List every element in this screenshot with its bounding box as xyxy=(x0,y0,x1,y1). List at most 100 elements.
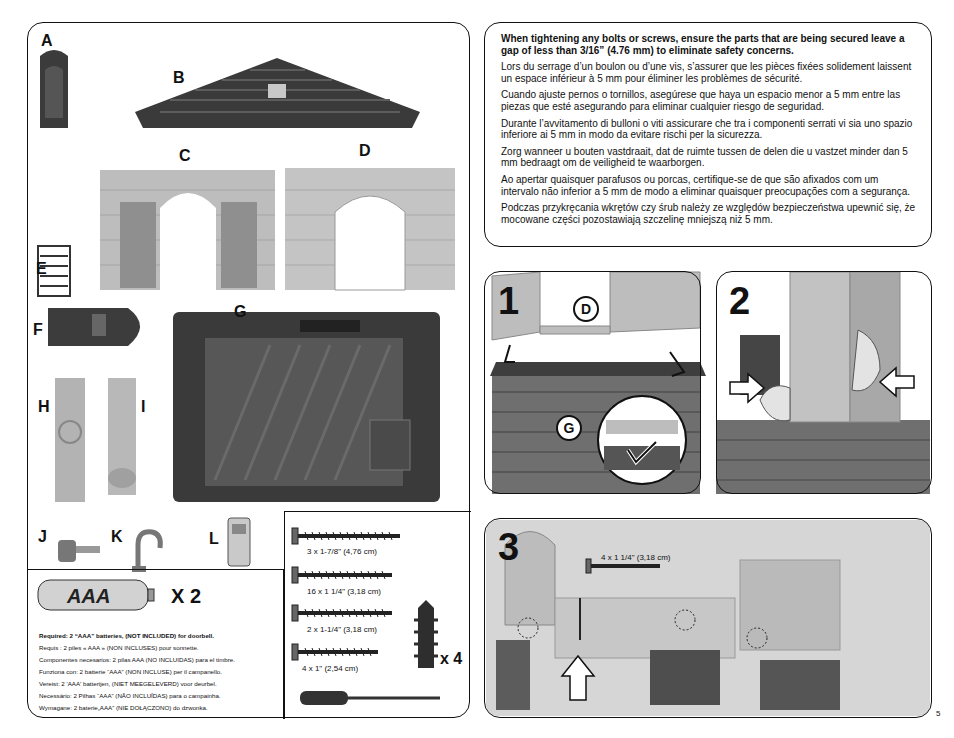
part-base xyxy=(173,312,440,502)
warning-paragraph: Lors du serrage d’un boulon ou d’une vis… xyxy=(501,61,917,84)
step-number: 2 xyxy=(729,282,750,320)
part-door xyxy=(40,50,68,128)
part-phone xyxy=(228,518,250,566)
step2-base xyxy=(716,420,930,494)
callout-letter: D xyxy=(581,302,591,316)
part-label: 3 x 1-7/8" (4,76 cm) xyxy=(307,547,377,556)
wall-opening xyxy=(335,196,405,290)
part-label: x 4 xyxy=(440,650,462,668)
part-label: B xyxy=(173,69,185,87)
down-arrow xyxy=(505,345,515,362)
shutter xyxy=(221,202,257,288)
part-faucet xyxy=(138,532,160,570)
phone-screen xyxy=(232,524,246,534)
mailbox xyxy=(108,468,136,488)
step1-rim xyxy=(490,362,706,376)
step3-interior xyxy=(486,520,930,716)
battery-box: AAAX 2Required: 2 “AAA” batteries, (NOT … xyxy=(28,569,284,719)
down-arrow xyxy=(670,352,684,376)
battery xyxy=(38,580,148,610)
warning-box: When tightening any bolts or screws, ens… xyxy=(484,22,932,247)
wall-anchor xyxy=(418,600,434,668)
part-label: G xyxy=(234,303,246,321)
part-label: Vereist: 2 'AAA' batterijen, (NIET MEEGE… xyxy=(39,680,217,687)
step1-wall xyxy=(492,272,540,340)
part-label: Necessário: 2 Pilhas “AAA” (NÃO INCLUÍDA… xyxy=(39,692,221,699)
step3-seat xyxy=(650,650,720,705)
base-floor-lines xyxy=(215,345,390,480)
step1-wall xyxy=(610,272,700,332)
warning-paragraph: Durante l’avvitamento di bulloni o viti … xyxy=(501,118,917,141)
callout-circle: D xyxy=(573,296,599,322)
part-label: L xyxy=(209,530,219,548)
hand xyxy=(852,330,880,391)
part-label: I xyxy=(141,398,145,416)
callout-letter: G xyxy=(564,421,575,435)
part-label: D xyxy=(359,142,371,160)
screw-icon xyxy=(586,559,591,573)
part-label: K xyxy=(111,528,123,546)
shutter xyxy=(120,202,156,288)
step1-base xyxy=(492,372,700,494)
callout-circle: G xyxy=(556,415,582,441)
step-panel: 3 4 x 1 1/4" (3,18 cm) xyxy=(484,518,932,718)
roof-shingles xyxy=(160,70,400,112)
dotted-circle xyxy=(747,628,767,648)
step3-wall xyxy=(740,560,840,650)
push-arrow xyxy=(880,368,914,396)
part-label: Wymagane: 2 baterie„AAA” (NIE DOŁĄCZONO)… xyxy=(39,704,208,711)
knob-stem xyxy=(76,546,100,553)
warning-paragraph: Cuando ajuste pernos o tornillos, asegúr… xyxy=(501,89,917,112)
part-wall-d xyxy=(285,168,455,290)
dotted-circle xyxy=(518,618,538,638)
brick-lines xyxy=(716,440,930,480)
warning-paragraph: Zorg wanneer u bouten vastdraait, dat de… xyxy=(501,146,917,169)
part-label: Required: 2 “AAA” batteries, (NOT INCLUD… xyxy=(39,632,214,639)
screws xyxy=(292,528,400,660)
step3-block xyxy=(496,640,530,710)
step1-wall xyxy=(540,326,610,334)
step2-pillar xyxy=(790,272,850,422)
part-label: Requis : 2 piles « AAA » (NON INCLUSES) … xyxy=(39,644,199,651)
part-label: 2 x 1-1/4" (3,18 cm) xyxy=(307,625,377,634)
part-label: F xyxy=(33,321,43,339)
check-mark xyxy=(628,442,656,462)
part-label: E xyxy=(36,260,47,278)
detail-wall xyxy=(606,420,678,434)
hand xyxy=(760,386,790,421)
part-label: 4 x 1 1/4" (3,18 cm) xyxy=(601,553,671,562)
part-pillar xyxy=(108,378,136,495)
part-label: C xyxy=(179,147,191,165)
step-number: 1 xyxy=(498,282,519,320)
part-roof xyxy=(135,58,420,128)
wall-opening xyxy=(160,193,216,290)
part-pillar xyxy=(55,378,85,502)
step3-seat xyxy=(760,660,840,710)
battery-tip xyxy=(148,589,154,601)
part-door-panel xyxy=(45,66,63,118)
roof-badge xyxy=(268,84,286,98)
part-label: H xyxy=(38,398,50,416)
step-number: 3 xyxy=(498,528,519,566)
warning-paragraph: When tightening any bolts or screws, ens… xyxy=(501,33,917,56)
part-f xyxy=(48,308,140,346)
part-label: 16 x 1 1/4" (3,18 cm) xyxy=(307,587,381,596)
part-knob xyxy=(58,540,76,562)
base-handle xyxy=(300,320,360,332)
step2-wall xyxy=(850,272,900,422)
part-label: 4 x 1" (2,54 cm) xyxy=(302,664,358,673)
detail-magnifier xyxy=(598,396,686,484)
part-label: AAA xyxy=(67,585,110,608)
screwdriver xyxy=(579,598,581,640)
part-wall-c xyxy=(100,170,275,290)
part-label: Funziona con: 2 batterie “AAA” (NON INCL… xyxy=(39,668,222,675)
part-f-slot xyxy=(92,314,106,336)
step3-wall xyxy=(555,598,735,658)
screwdriver-shaft xyxy=(348,697,440,700)
check-mark xyxy=(628,442,656,462)
step-panel: 2 xyxy=(716,271,932,494)
part-label: Componentes necesarios: 2 pilas AAA (NO … xyxy=(39,656,235,663)
screwdriver-handle xyxy=(300,691,348,705)
part-label: A xyxy=(41,32,53,50)
